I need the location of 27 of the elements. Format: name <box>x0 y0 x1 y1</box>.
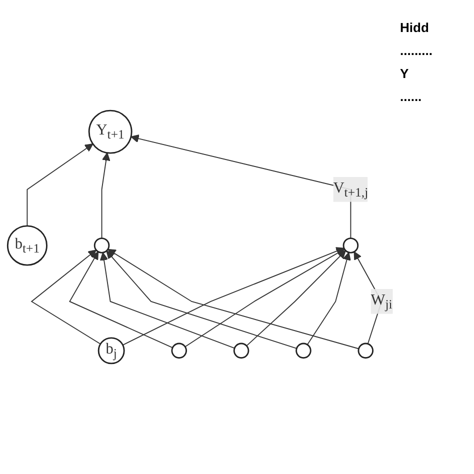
arrow <box>106 250 298 349</box>
text-label: Y <box>400 66 410 81</box>
arrow <box>101 152 110 239</box>
arrow <box>246 250 346 346</box>
arrow <box>30 250 101 344</box>
edge-label: V$_{t+1,j}$ <box>333 180 368 200</box>
node-circle <box>171 342 187 359</box>
node-circle <box>94 238 110 254</box>
text-label: ...... <box>400 89 423 104</box>
text-label: ......... <box>400 43 434 58</box>
node-circle: b$_{j}$ <box>98 337 125 364</box>
arrow <box>184 248 345 348</box>
node-circle: b$_{t+1}$ <box>6 225 48 266</box>
arrow <box>100 252 236 349</box>
arrow <box>306 252 351 346</box>
node-circle <box>342 238 359 254</box>
arrow <box>130 134 352 239</box>
node-circle <box>296 342 312 359</box>
arrow <box>26 144 94 226</box>
node-circle <box>233 342 250 359</box>
arrow <box>122 247 344 346</box>
node-circle: Y$_{t+1}$ <box>88 110 132 154</box>
arrow <box>69 251 174 348</box>
edge-label: W$_{ji}$ <box>370 292 392 312</box>
arrow <box>107 248 360 350</box>
node-circle <box>358 342 374 359</box>
text-label: Hidd <box>400 20 430 35</box>
